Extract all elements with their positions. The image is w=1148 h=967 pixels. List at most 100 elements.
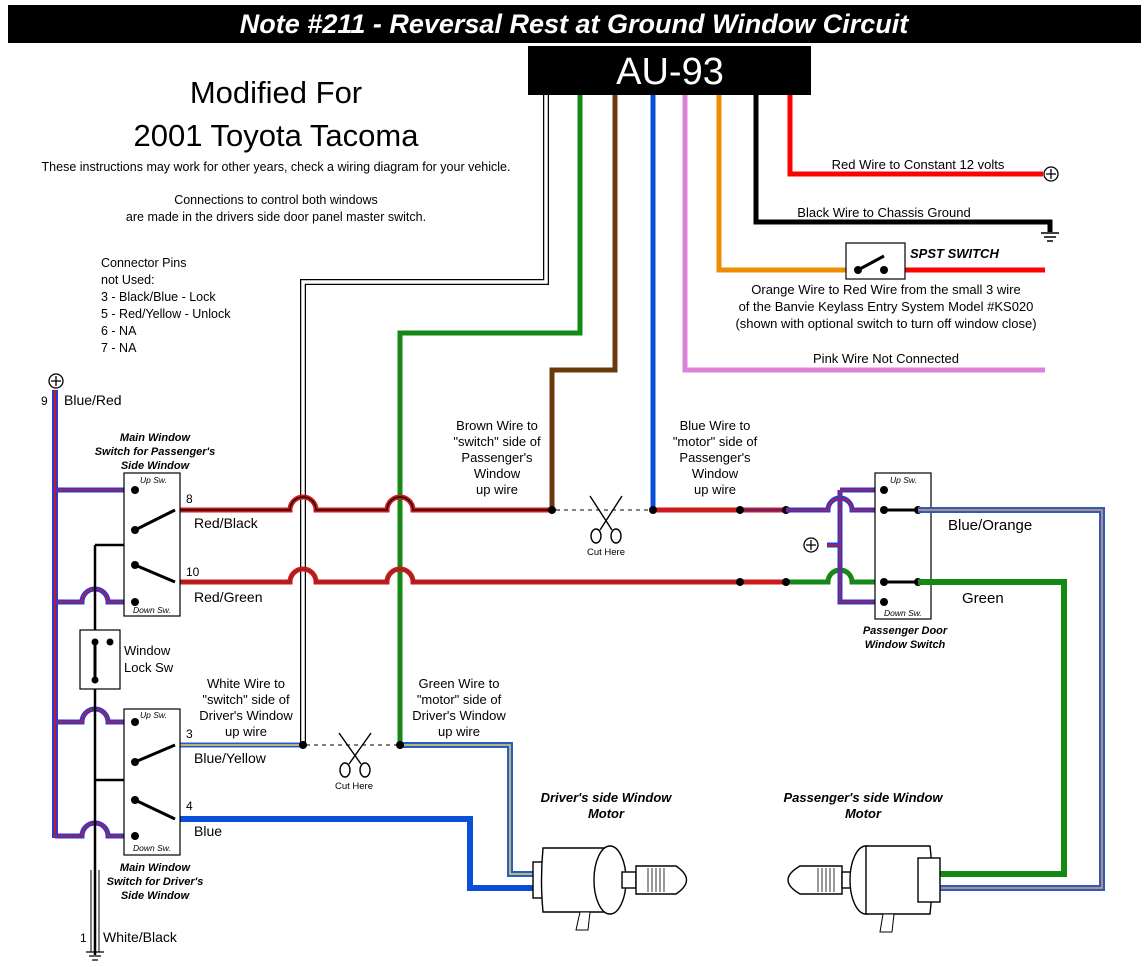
green-wire-label: Green Wire to "motor" side of Driver's W… xyxy=(412,676,506,739)
ground-icon xyxy=(1041,232,1059,242)
white-wire-label-line: "switch" side of xyxy=(202,692,290,707)
blue-wire-label-line: Window xyxy=(692,466,739,481)
pin-number: 8 xyxy=(186,492,193,506)
green-wire-pass-motor xyxy=(918,579,1067,877)
window-lock-label: Lock Sw xyxy=(124,660,174,675)
plus-sign-icon xyxy=(51,376,61,386)
modified-note2: Connections to control both windows xyxy=(174,193,378,207)
red-wire xyxy=(787,95,1043,177)
unused-heading2: not Used: xyxy=(101,273,155,287)
pin-number: 4 xyxy=(186,799,193,813)
main-switch-pass-label: Side Window xyxy=(121,460,191,472)
cut-here-label: Cut Here xyxy=(335,781,373,792)
main-switch-passenger xyxy=(123,472,181,617)
blue-wire-label-line: "motor" side of xyxy=(673,434,758,449)
blue-wire-label: Blue Wire to "motor" side of Passenger's… xyxy=(673,418,758,497)
lock-contact xyxy=(106,638,114,646)
black-wire-label: Black Wire to Chassis Ground xyxy=(797,205,970,220)
blue-wire-pin4 xyxy=(180,816,540,891)
green-wire-label-line: up wire xyxy=(438,724,480,739)
blue-wire-label-line: Passenger's xyxy=(679,450,751,465)
pass-blue-wires xyxy=(786,487,884,605)
passenger-motor xyxy=(787,845,941,933)
spst-contact xyxy=(880,266,888,274)
window-lock-label: Window xyxy=(124,643,171,658)
switch-contacts xyxy=(131,486,176,606)
up-sw-label: Up Sw. xyxy=(890,475,917,485)
red-green-stripe xyxy=(180,568,740,583)
pin-wire-label: Blue/Yellow xyxy=(194,750,267,766)
pin-number: 10 xyxy=(186,565,200,579)
orange-wire-label: (shown with optional switch to turn off … xyxy=(735,316,1036,331)
blue-orange-label: Blue/Orange xyxy=(948,517,1032,534)
pin-wire-label: White/Black xyxy=(103,929,178,945)
passenger-door-switch xyxy=(874,472,932,620)
black-wire xyxy=(753,95,1053,232)
green-label: Green xyxy=(962,590,1004,607)
brown-wire-label-line: up wire xyxy=(476,482,518,497)
main-switch-driver-label: Side Window xyxy=(121,890,191,902)
blue-yellow-to-motor-stripe xyxy=(400,744,540,875)
pink-wire-label: Pink Wire Not Connected xyxy=(813,351,959,366)
main-switch-driver xyxy=(123,708,181,856)
pin-wire-label: Blue xyxy=(194,823,222,839)
red-green-wire xyxy=(180,566,740,585)
white-wire-label-line: White Wire to xyxy=(207,676,285,691)
brown-wire-label-line: "switch" side of xyxy=(453,434,541,449)
splice-dots xyxy=(299,506,790,749)
modified-note3: are made in the drivers side door panel … xyxy=(126,210,426,224)
brown-wire-label-line: Window xyxy=(474,466,521,481)
driver-motor-label: Driver's side Window xyxy=(541,790,673,805)
down-sw-label: Down Sw. xyxy=(133,843,171,853)
brown-wire-label: Brown Wire to "switch" side of Passenger… xyxy=(453,418,541,497)
blue-orange-stripe xyxy=(918,509,1103,889)
scissors-icon xyxy=(589,495,623,544)
pin-wire-label: Red/Green xyxy=(194,589,262,605)
green-wire-label-line: Driver's Window xyxy=(412,708,506,723)
red-wire-label: Red Wire to Constant 12 volts xyxy=(832,157,1005,172)
up-sw-label: Up Sw. xyxy=(140,475,167,485)
red-black-wire xyxy=(180,494,552,513)
green-wire-label-line: Green Wire to xyxy=(419,676,500,691)
main-switch-pass-label: Main Window xyxy=(120,432,192,444)
passenger-motor-label: Passenger's side Window xyxy=(783,790,943,805)
spst-contact xyxy=(854,266,862,274)
blue-wire-label-line: up wire xyxy=(694,482,736,497)
driver-motor xyxy=(532,845,688,931)
spst-lever xyxy=(857,254,885,272)
au93-module xyxy=(528,46,811,95)
page-title: Note #211 - Reversal Rest at Ground Wind… xyxy=(240,9,909,39)
pass-door-switch-label: Window Switch xyxy=(865,639,946,651)
modified-note1: These instructions may work for other ye… xyxy=(42,160,511,174)
brown-wire xyxy=(549,95,618,510)
window-lock-switch xyxy=(79,629,121,690)
pin-wire-label: Red/Black xyxy=(194,515,259,531)
unused-item: 3 - Black/Blue - Lock xyxy=(101,290,216,304)
cut-here-label: Cut Here xyxy=(587,547,625,558)
green-wire-label-line: "motor" side of xyxy=(417,692,502,707)
unused-item: 7 - NA xyxy=(101,341,137,355)
down-sw-label: Down Sw. xyxy=(133,605,171,615)
pin-wire-label: Blue/Red xyxy=(64,392,122,408)
pin-number: 1 xyxy=(80,931,87,945)
passenger-motor-label: Motor xyxy=(845,806,882,821)
white-wire xyxy=(301,95,548,745)
scissors-icon xyxy=(338,732,372,778)
pin-number: 3 xyxy=(186,727,193,741)
unused-item: 5 - Red/Yellow - Unlock xyxy=(101,307,231,321)
modified-line2: 2001 Toyota Tacoma xyxy=(134,118,420,153)
orange-wire-label: Orange Wire to Red Wire from the small 3… xyxy=(751,282,1020,297)
main-switch-driver-label: Switch for Driver's xyxy=(107,876,204,888)
white-wire-label: White Wire to "switch" side of Driver's … xyxy=(199,676,293,739)
ground-icon xyxy=(86,951,104,961)
pink-wire xyxy=(682,95,1045,373)
switch-contacts xyxy=(131,718,176,840)
red-black-stripe xyxy=(180,496,552,511)
pin-number: 9 xyxy=(41,394,48,408)
main-switch-pass-label: Switch for Passenger's xyxy=(95,446,216,458)
brown-wire-label-line: Passenger's xyxy=(461,450,533,465)
brown-wire-label-line: Brown Wire to xyxy=(456,418,538,433)
pass-door-switch-label: Passenger Door xyxy=(863,625,948,637)
plus-sign-icon xyxy=(1046,169,1056,179)
